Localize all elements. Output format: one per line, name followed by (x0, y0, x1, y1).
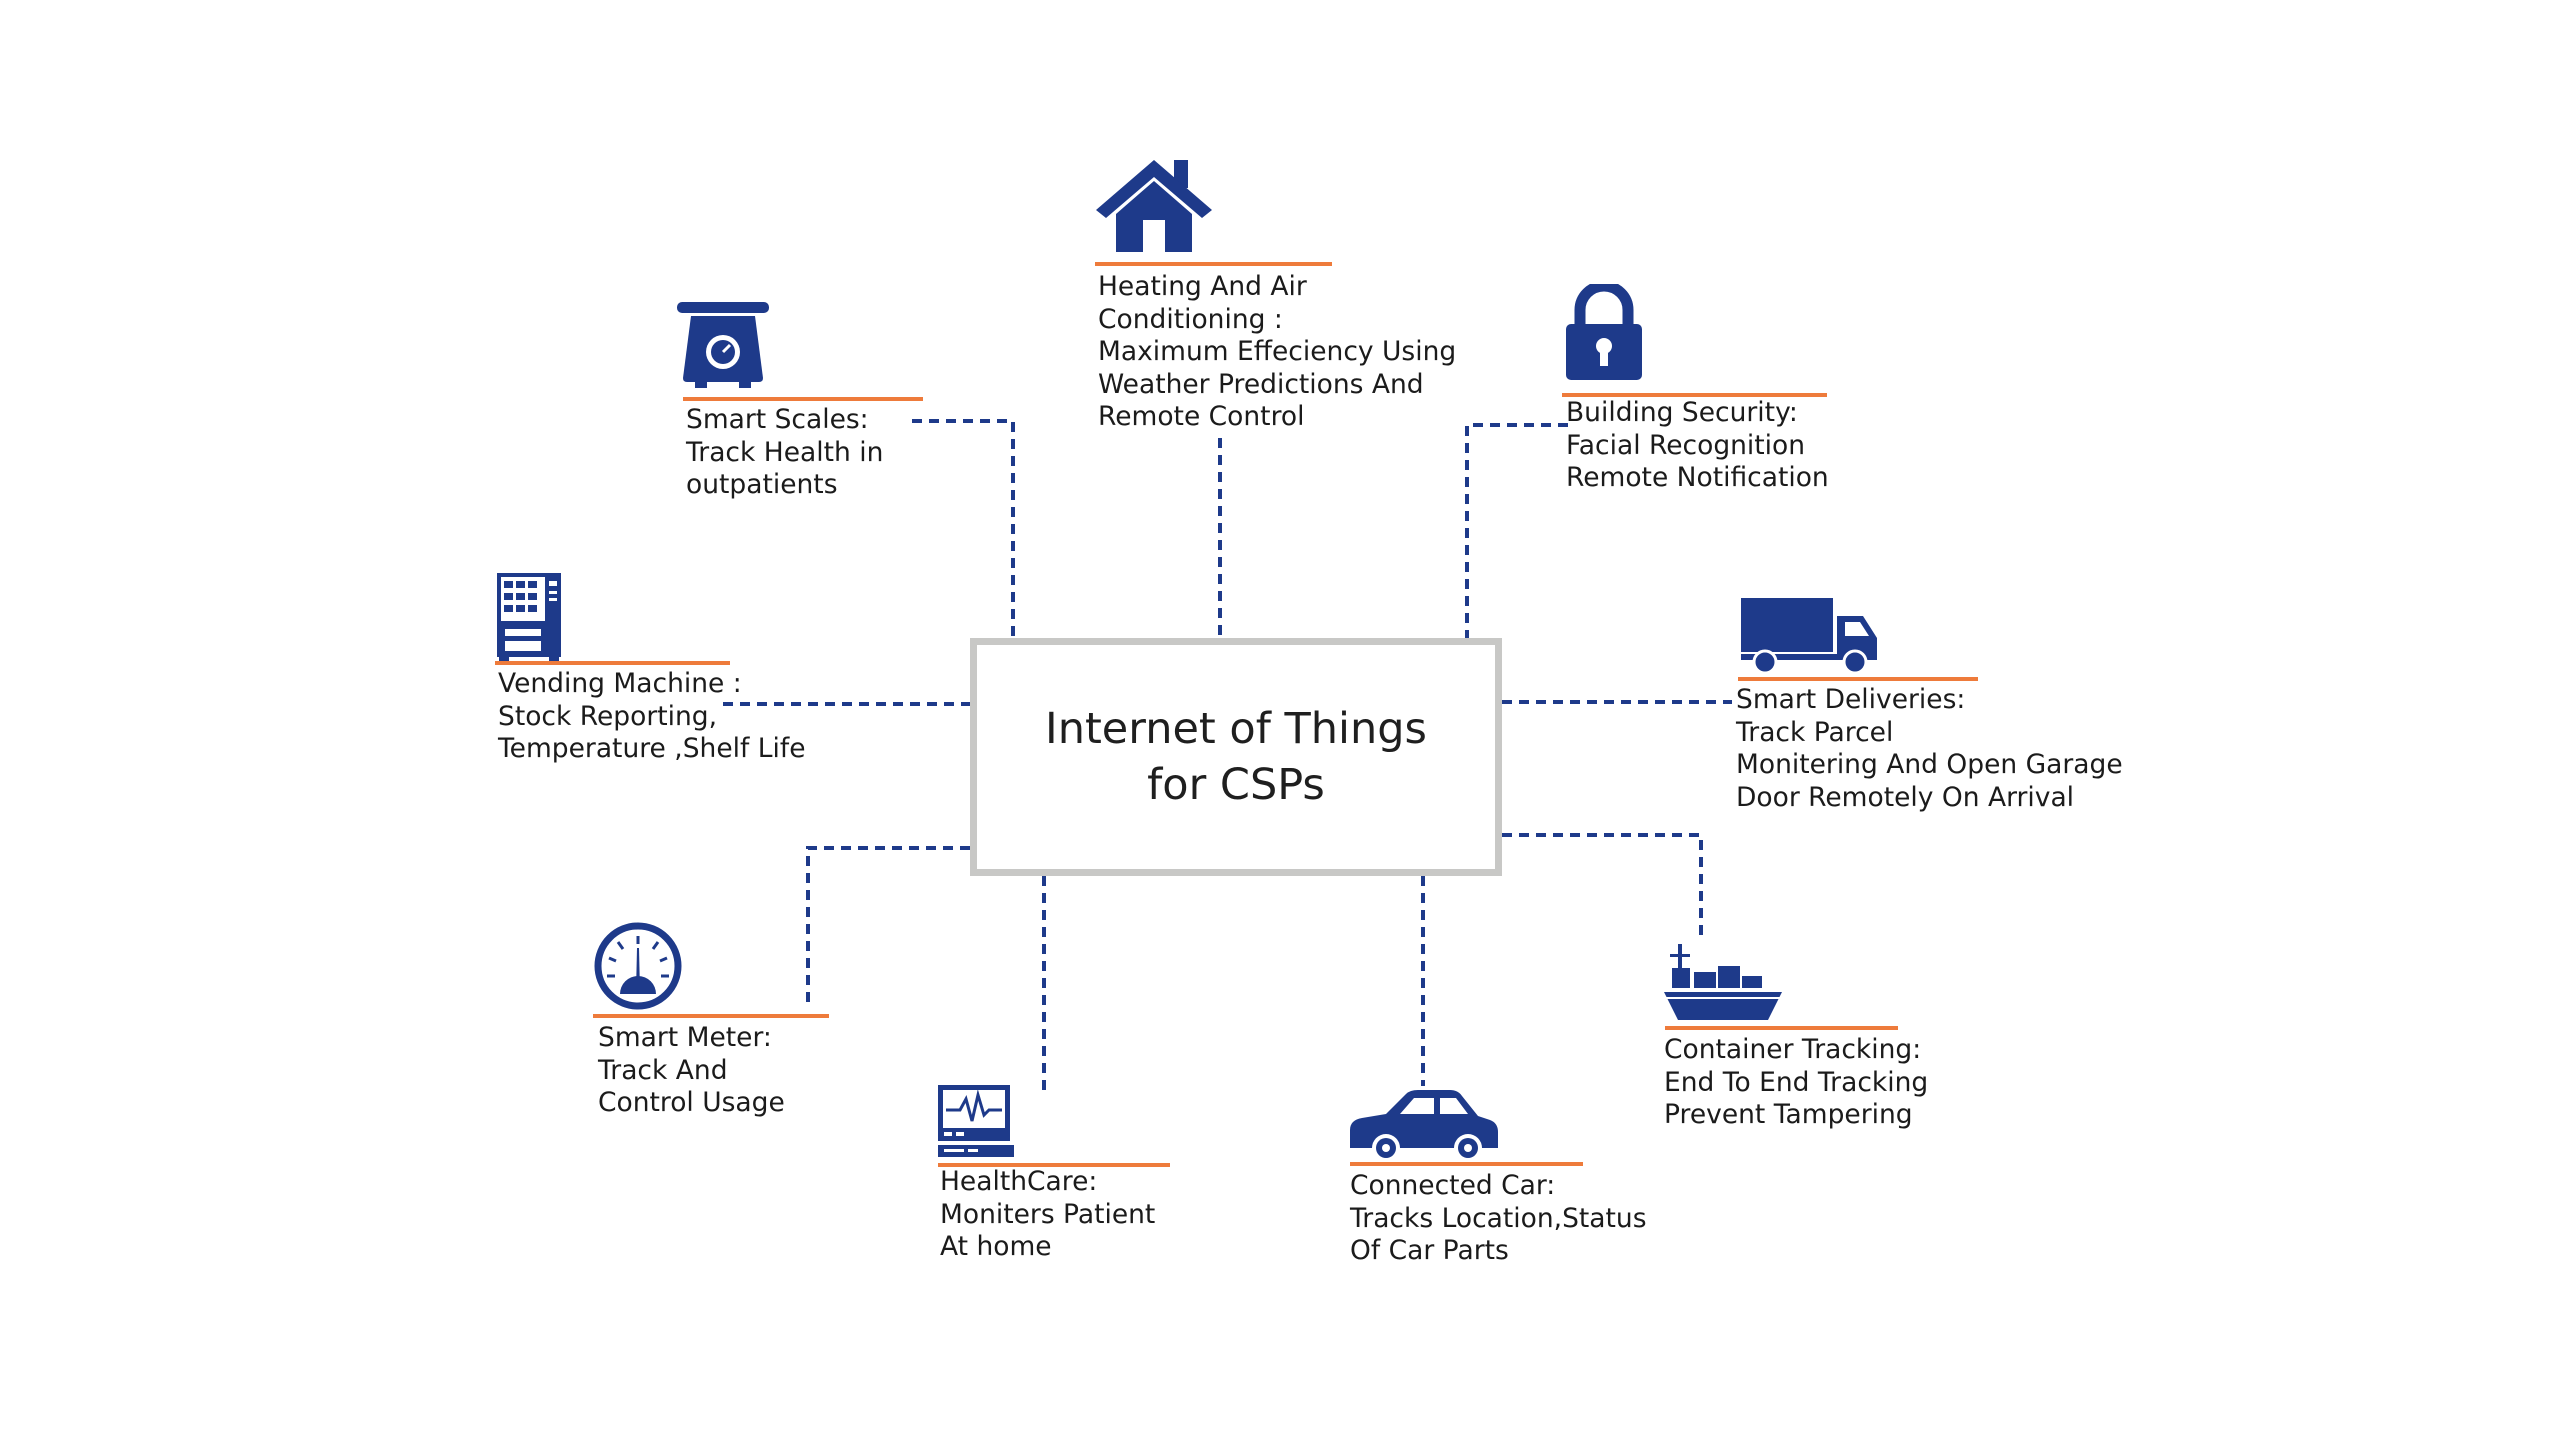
accent-rule (593, 1014, 829, 1018)
label-line: outpatients (686, 469, 838, 500)
label-line: Smart Scales: (686, 404, 869, 435)
scale-icon (677, 302, 769, 388)
label-line: Connected Car: (1350, 1170, 1556, 1201)
label-line: Smart Meter: (598, 1022, 772, 1053)
label-line: Maximum Effeciency Using (1098, 336, 1457, 367)
label-line: Track Parcel (1736, 716, 1894, 748)
center-box: Internet of Things for CSPs (970, 638, 1502, 876)
label-line: Stock Reporting, (498, 700, 718, 732)
label-line: Door Remotely On Arrival (1736, 781, 2075, 813)
label-line: Temperature ,Shelf Life (498, 733, 806, 764)
node-label: Smart Scales: Track Health in outpatient… (686, 404, 883, 502)
label-line: Prevent Tampering (1664, 1099, 1913, 1130)
node-label: Heating And Air Conditioning : Maximum E… (1098, 271, 1456, 434)
label-line: Control Usage (598, 1087, 785, 1118)
label-line: End To End Tracking (1664, 1066, 1929, 1098)
node-label: Smart Deliveries: Track Parcel Moniterin… (1736, 684, 2123, 814)
label-line: Track Health in (686, 436, 884, 468)
label-line: At home (940, 1231, 1052, 1262)
label-line: Building Security: (1566, 397, 1798, 428)
node-label: Smart Meter: Track And Control Usage (598, 1022, 785, 1120)
accent-rule (495, 661, 730, 665)
label-line: Weather Predictions And (1098, 368, 1424, 400)
label-line: Facial Recognition (1566, 429, 1806, 461)
label-line: Vending Machine : (498, 668, 742, 699)
accent-rule (1095, 262, 1332, 266)
center-title-line-1: Internet of Things (1045, 704, 1427, 754)
truck-icon (1741, 598, 1877, 674)
node-label: Connected Car: Tracks Location,Status Of… (1350, 1170, 1647, 1268)
label-line: Track And (598, 1054, 728, 1086)
padlock-icon (1566, 284, 1642, 380)
node-label: HealthCare: Moniters Patient At home (940, 1166, 1155, 1264)
node-label: Building Security: Facial Recognition Re… (1566, 397, 1829, 495)
connector-scales (912, 419, 1015, 638)
label-line: Remote Notification (1566, 462, 1829, 493)
accent-rule (1350, 1162, 1583, 1166)
accent-rule (1665, 1026, 1898, 1030)
center-title-line-2: for CSPs (1147, 760, 1325, 810)
label-line: HealthCare: (940, 1166, 1098, 1197)
accent-rule (938, 1163, 1170, 1167)
house-icon (1096, 160, 1212, 252)
gauge-icon (594, 922, 682, 1010)
node-label: Container Tracking: End To End Tracking … (1664, 1034, 1928, 1132)
accent-rule (1738, 677, 1978, 681)
heart-monitor-icon (938, 1085, 1014, 1157)
label-line: Monitering And Open Garage (1736, 749, 2123, 780)
connector-container (1502, 833, 1703, 940)
label-line: Of Car Parts (1350, 1235, 1509, 1266)
label-line: Remote Control (1098, 401, 1305, 432)
label-line: Tracks Location,Status (1350, 1202, 1647, 1234)
node-label: Vending Machine : Stock Reporting, Tempe… (498, 668, 806, 766)
accent-rule (683, 397, 923, 401)
label-line: Container Tracking: (1664, 1034, 1922, 1065)
cargo-ship-icon (1664, 944, 1782, 1020)
label-line: Moniters Patient (940, 1198, 1156, 1230)
car-icon (1350, 1090, 1498, 1160)
label-line: Smart Deliveries: (1736, 684, 1966, 715)
label-line: Conditioning : (1098, 303, 1283, 335)
vending-machine-icon (497, 573, 561, 661)
accent-rule (1562, 393, 1827, 397)
label-line: Heating And Air (1098, 271, 1307, 302)
connector-meter (806, 846, 970, 1002)
connector-security (1465, 423, 1568, 638)
